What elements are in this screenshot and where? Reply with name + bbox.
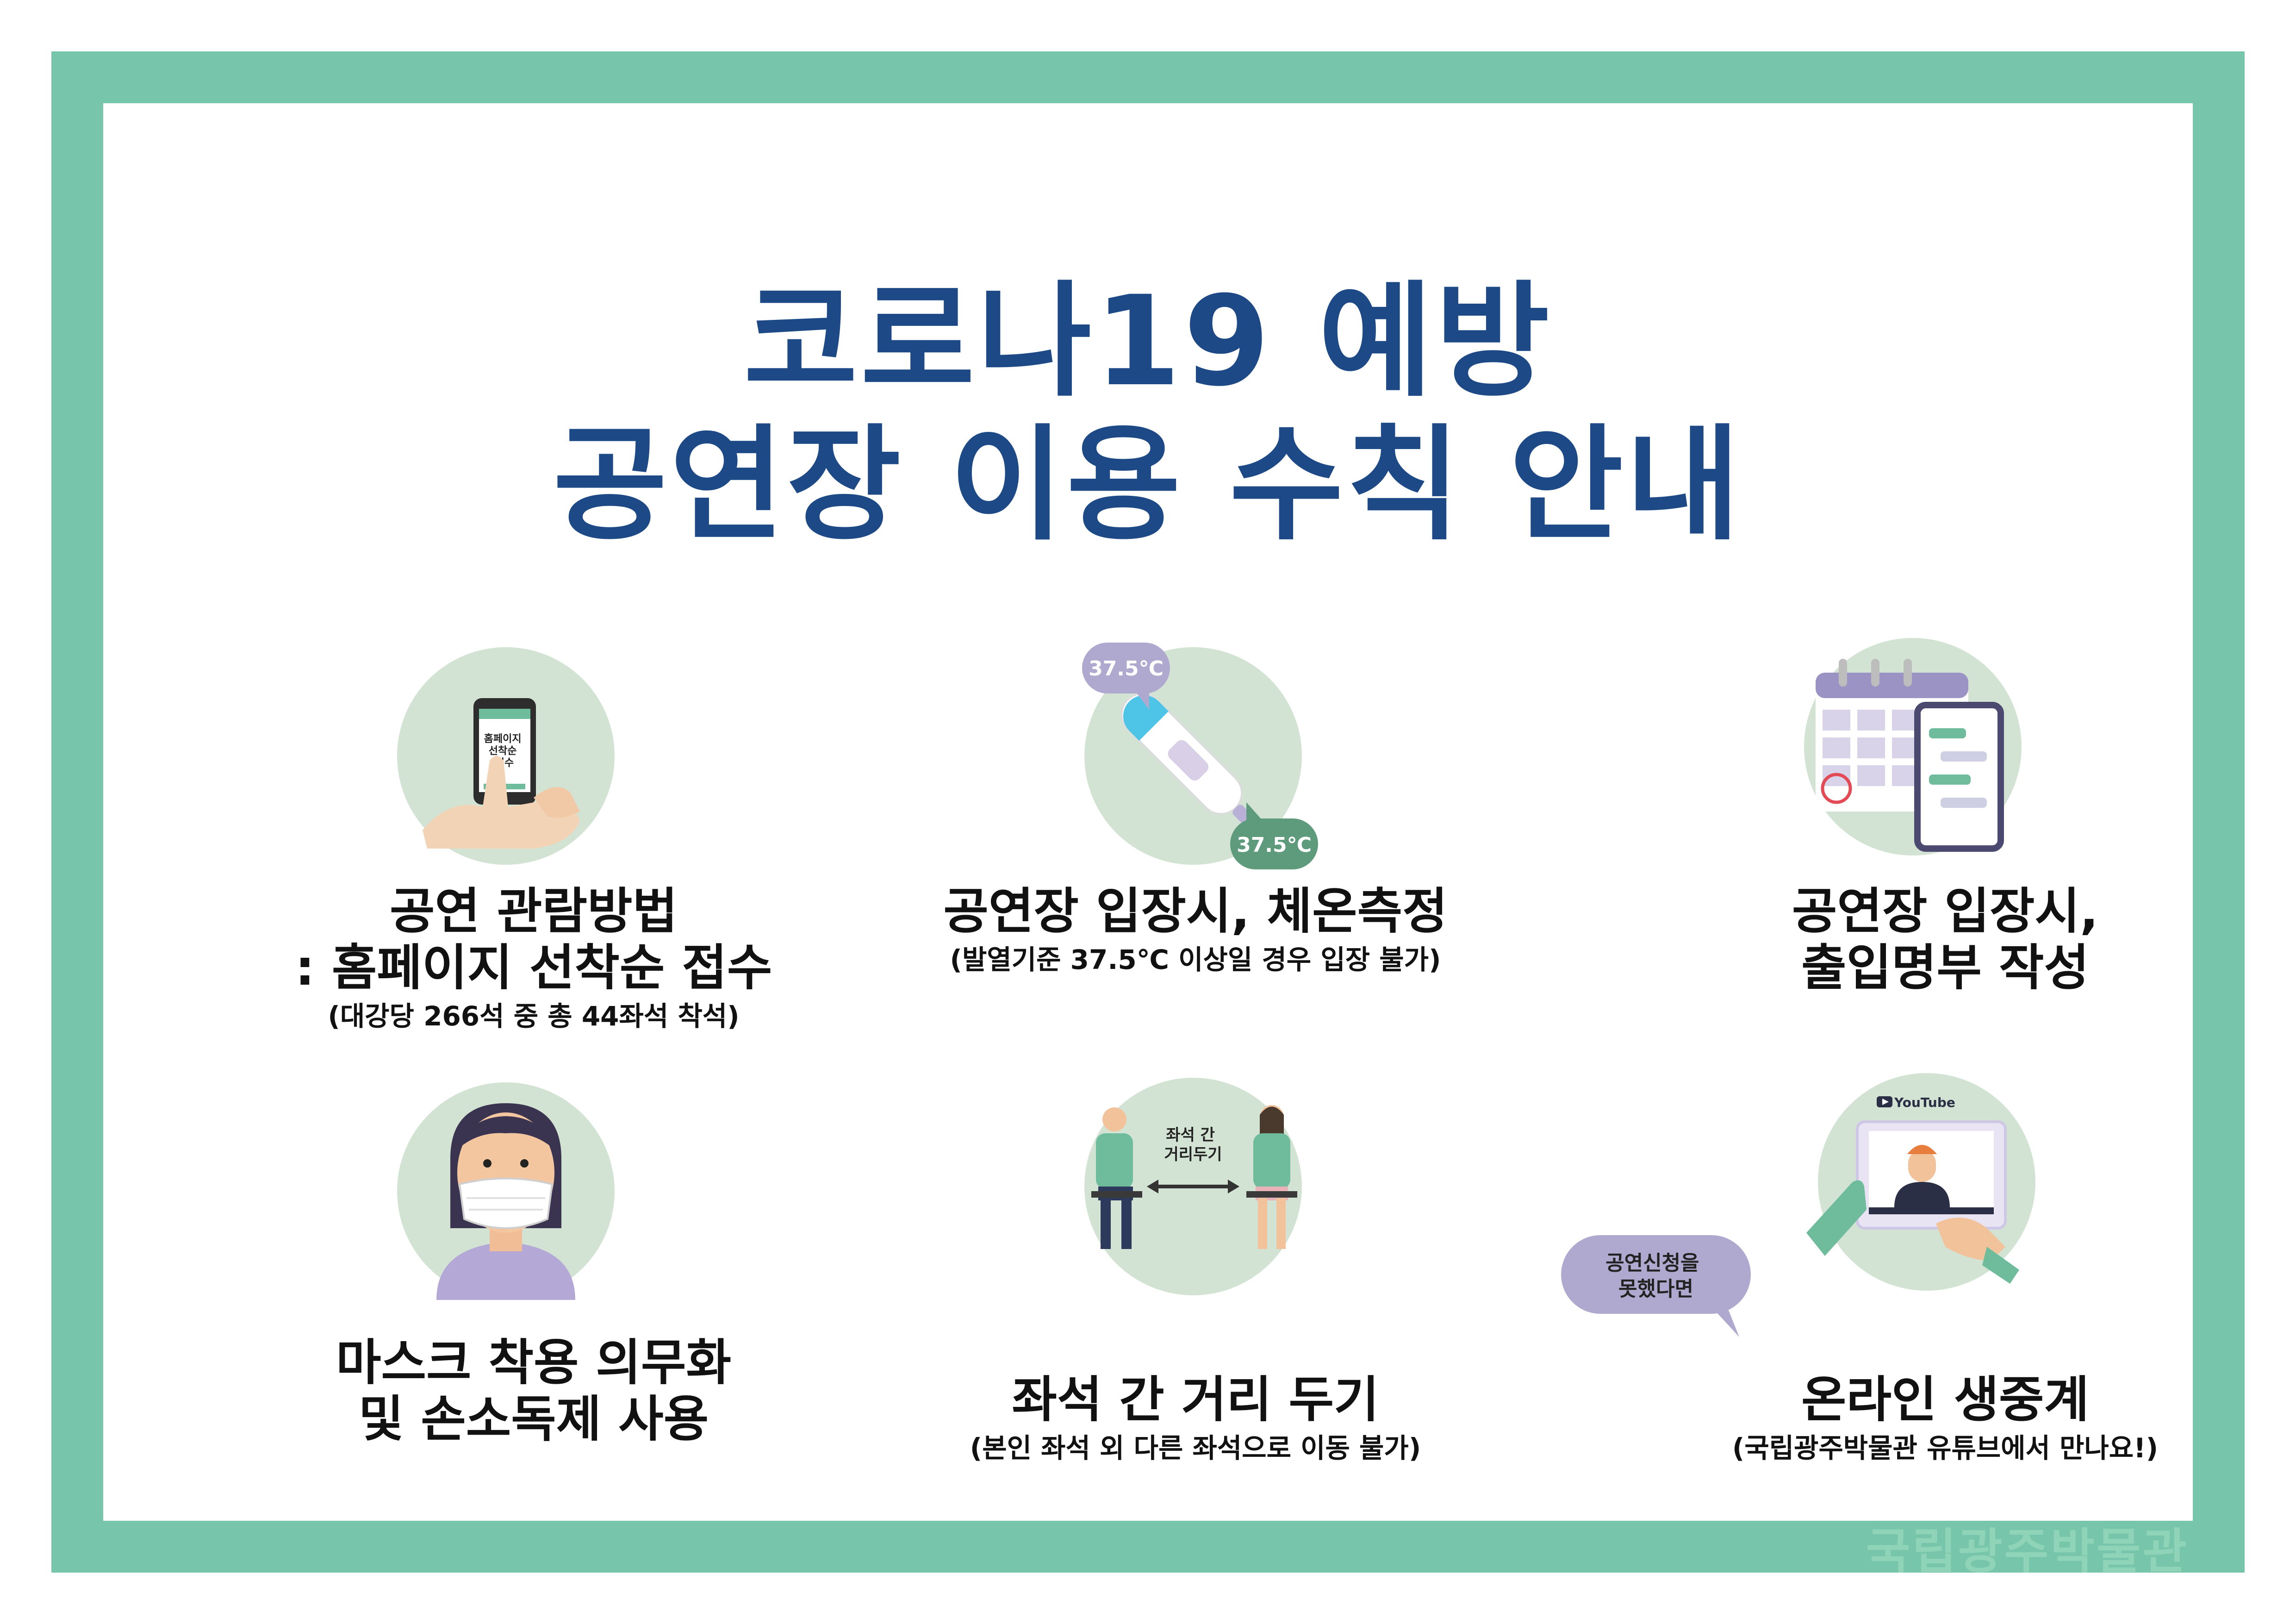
item-temperature-title: 공연장 입장시, 체온측정 xyxy=(943,883,1448,940)
item-mask: 마스크 착용 의무화 및 손소독제 사용 xyxy=(163,1335,904,1448)
smartphone-reservation-icon: 홈페이지 선착순 접수 xyxy=(395,645,617,867)
calendar-phone-icon xyxy=(1802,636,2024,858)
item-visitor-log-title: 공연장 입장시, xyxy=(1792,883,2099,940)
item-distancing-title: 좌석 간 거리 두기 xyxy=(1012,1371,1379,1428)
item-temperature: 공연장 입장시, 체온측정 (발열기준 37.5℃ 이상일 경우 입장 불가) xyxy=(825,883,1566,977)
temperature-bubble-right: 37.5℃ xyxy=(1228,800,1320,874)
seat-distance-label: 좌석 간 거리두기 xyxy=(1164,1126,1222,1164)
item-livestream-title: 온라인 생중계 xyxy=(1801,1371,2090,1428)
item-temperature-note: (발열기준 37.5℃ 이상일 경우 입장 불가) xyxy=(950,944,1441,975)
item-distancing: 좌석 간 거리 두기 (본인 좌석 외 다른 좌석으로 이동 불가) xyxy=(825,1372,1566,1465)
masked-person-icon xyxy=(395,1080,617,1302)
item-livestream-note: (국립광주박물관 유튜브에서 만나요!) xyxy=(1732,1432,2159,1464)
item-livestream: 온라인 생중계 (국립광주박물관 유튜브에서 만나요!) xyxy=(1575,1372,2296,1465)
museum-name: 국립광주박물관 xyxy=(1866,1523,2189,1580)
bubble-right-text: 37.5℃ xyxy=(1237,833,1312,857)
title-line-2: 공연장 이용 수칙 안내 xyxy=(553,413,1743,557)
item-reservation-title-2: : 홈페이지 선착순 접수 xyxy=(295,939,772,996)
poster-frame: 코로나19 예방 공연장 이용 수칙 안내 홈페이지 선착순 접수 공연 xyxy=(51,51,2245,1580)
item-distancing-note: (본인 좌석 외 다른 좌석으로 이동 불가) xyxy=(970,1432,1421,1464)
item-mask-title-2: 및 손소독제 사용 xyxy=(358,1391,709,1448)
poster-title: 코로나19 예방 공연장 이용 수칙 안내 xyxy=(103,270,2193,557)
item-reservation-title: 공연 관람방법 xyxy=(389,883,678,940)
speech-bubble-text: 공연신청을 못했다면 xyxy=(1605,1251,1706,1301)
item-visitor-log: 공연장 입장시, 출입명부 작성 xyxy=(1575,883,2296,996)
bubble-left-text: 37.5℃ xyxy=(1089,657,1164,681)
item-reservation-note: (대강당 266석 중 총 44좌석 착석) xyxy=(328,1000,740,1032)
item-reservation: 공연 관람방법 : 홈페이지 선착순 접수 (대강당 266석 중 총 44좌석… xyxy=(163,883,904,1033)
smartphone-screen-text: 홈페이지 선착순 접수 xyxy=(484,733,525,769)
youtube-tablet-icon: YouTube xyxy=(1788,1071,2038,1321)
temperature-bubble-left: 37.5℃ xyxy=(1080,640,1172,714)
item-visitor-log-title-2: 출입명부 작성 xyxy=(1801,939,2090,996)
seat-distancing-icon: 좌석 간 거리두기 xyxy=(1082,1075,1304,1298)
speech-bubble: 공연신청을 못했다면 xyxy=(1559,1233,1753,1339)
poster-panel: 코로나19 예방 공연장 이용 수칙 안내 홈페이지 선착순 접수 공연 xyxy=(103,103,2193,1521)
title-line-1: 코로나19 예방 xyxy=(743,269,1553,414)
item-mask-title: 마스크 착용 의무화 xyxy=(336,1334,731,1391)
youtube-label: YouTube xyxy=(1894,1095,1955,1110)
